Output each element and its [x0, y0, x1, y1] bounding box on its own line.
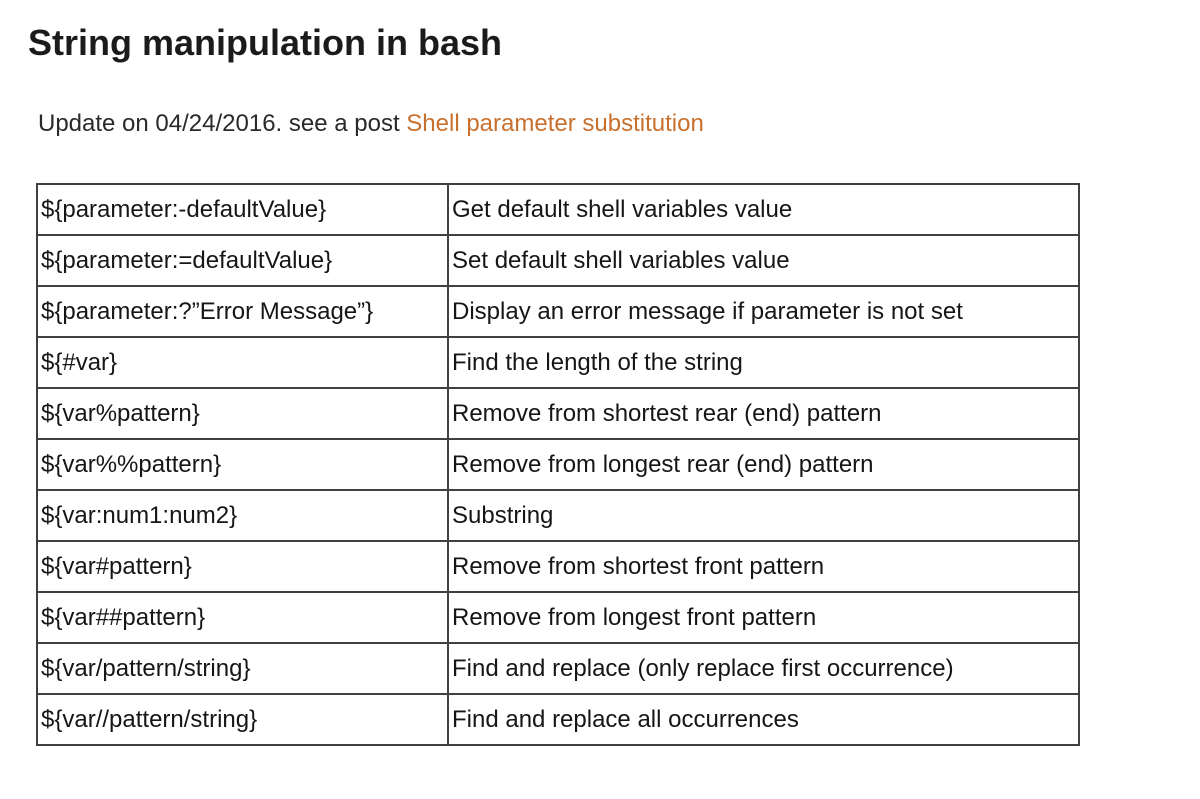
- table-row: ${var/pattern/string} Find and replace (…: [36, 642, 1080, 696]
- table-row: ${var%pattern} Remove from shortest rear…: [36, 387, 1080, 441]
- table-row: ${var##pattern} Remove from longest fron…: [36, 591, 1080, 645]
- table-row: ${var:num1:num2} Substring: [36, 489, 1080, 543]
- table-body: ${parameter:-defaultValue} Get default s…: [36, 183, 1080, 747]
- table-row: ${var#pattern} Remove from shortest fron…: [36, 540, 1080, 594]
- syntax-cell: ${var##pattern}: [36, 591, 449, 645]
- update-note: Update on 04/24/2016. see a post Shell p…: [38, 110, 1200, 139]
- description-cell: Remove from longest rear (end) pattern: [447, 438, 1080, 492]
- table-row: ${parameter:?”Error Message”} Display an…: [36, 285, 1080, 339]
- table-row: ${var//pattern/string} Find and replace …: [36, 693, 1080, 747]
- syntax-cell: ${parameter:-defaultValue}: [36, 183, 449, 237]
- syntax-cell: ${parameter:?”Error Message”}: [36, 285, 449, 339]
- table-row: ${parameter:=defaultValue} Set default s…: [36, 234, 1080, 288]
- shell-parameter-substitution-link[interactable]: Shell parameter substitution: [406, 110, 704, 138]
- syntax-cell: ${var%pattern}: [36, 387, 449, 441]
- description-cell: Remove from shortest front pattern: [447, 540, 1080, 594]
- description-cell: Display an error message if parameter is…: [447, 285, 1080, 339]
- table-row: ${var%%pattern} Remove from longest rear…: [36, 438, 1080, 492]
- page-title: String manipulation in bash: [28, 22, 503, 63]
- description-cell: Find and replace (only replace first occ…: [447, 642, 1080, 696]
- description-cell: Get default shell variables value: [447, 183, 1080, 237]
- table-row: ${parameter:-defaultValue} Get default s…: [36, 183, 1080, 237]
- syntax-cell: ${var:num1:num2}: [36, 489, 449, 543]
- table-row: ${#var} Find the length of the string: [36, 336, 1080, 390]
- description-cell: Set default shell variables value: [447, 234, 1080, 288]
- syntax-cell: ${#var}: [36, 336, 449, 390]
- description-cell: Remove from shortest rear (end) pattern: [447, 387, 1080, 441]
- syntax-cell: ${var#pattern}: [36, 540, 449, 594]
- description-cell: Find the length of the string: [447, 336, 1080, 390]
- update-note-text: Update on 04/24/2016. see a post: [38, 110, 407, 138]
- syntax-cell: ${var//pattern/string}: [36, 693, 449, 747]
- description-cell: Find and replace all occurrences: [447, 693, 1080, 747]
- description-cell: Substring: [447, 489, 1080, 543]
- syntax-cell: ${var%%pattern}: [36, 438, 449, 492]
- syntax-cell: ${var/pattern/string}: [36, 642, 449, 696]
- syntax-cell: ${parameter:=defaultValue}: [36, 234, 449, 288]
- description-cell: Remove from longest front pattern: [447, 591, 1080, 645]
- string-manipulation-table: ${parameter:-defaultValue} Get default s…: [36, 183, 1080, 747]
